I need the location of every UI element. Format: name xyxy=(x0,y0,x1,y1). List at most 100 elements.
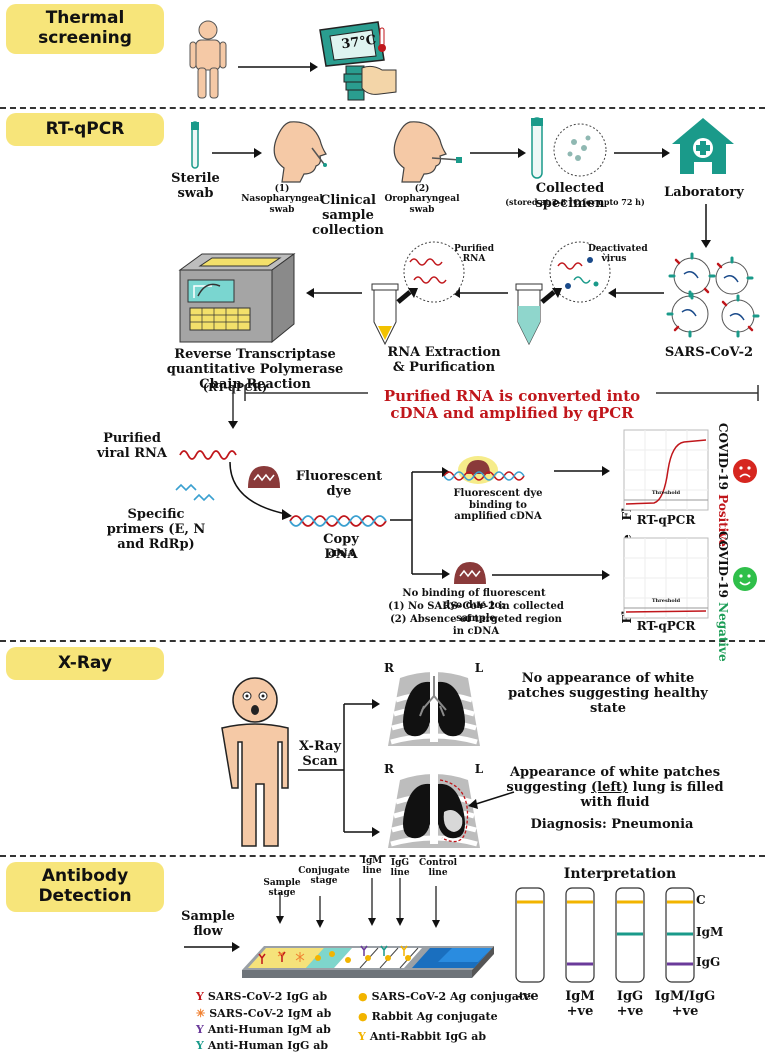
result-both: IgM/IgG +ve xyxy=(654,989,716,1019)
legend-label-1: SARS-CoV-2 IgG ab xyxy=(207,990,328,1003)
sad-face-icon xyxy=(733,459,757,483)
covid-label-pos: COVID-19 xyxy=(715,422,730,490)
healthy-lungs-icon xyxy=(388,672,480,746)
arrow-lab-virus xyxy=(701,204,711,248)
arrow-swab-naso xyxy=(212,148,262,158)
no-binding-label: No binding of fluorescent dye due to: xyxy=(402,588,546,611)
threshold-label-pos: Threshold xyxy=(651,490,681,496)
r-label-bottom: R xyxy=(384,762,394,776)
sterile-swab-icon xyxy=(191,121,199,169)
xray-branch xyxy=(298,699,380,837)
sars-cov-2-label: SARS-CoV-2 xyxy=(664,345,754,360)
igm-label: IgM xyxy=(696,925,724,939)
legend-item-2: ✳SARS-CoV-2 IgM ab xyxy=(196,1007,331,1020)
negative-chart xyxy=(623,537,709,619)
happy-face-icon xyxy=(733,567,757,591)
positive-chart xyxy=(623,429,709,511)
viral-rna-strand xyxy=(179,450,237,460)
arrow-thermal xyxy=(238,62,318,72)
head-nasopharyngeal-icon xyxy=(273,121,327,183)
l-label-bottom: L xyxy=(474,762,484,776)
sars-ag-conjugate-icon: ● xyxy=(358,990,368,1003)
arrow-positive-chart xyxy=(554,466,610,476)
extraction-label: RNA Extraction & Purification xyxy=(387,345,501,375)
cdna-label: cDNA xyxy=(328,548,354,558)
sample-flow-label: Sample flow xyxy=(181,909,235,939)
arrow-rna-copy xyxy=(229,461,292,520)
arrow-deactivated-purified xyxy=(452,288,508,298)
reason-2: (2) Absence of targeted region in cDNA xyxy=(390,614,562,637)
legend-item-5: ●SARS-CoV-2 Ag conjugate xyxy=(358,990,531,1003)
anti-human-igm-icon: Y xyxy=(196,1023,204,1036)
divider-2 xyxy=(0,640,765,642)
qpcr-machine-icon xyxy=(178,253,296,344)
deactivated-label: Deactivated virus xyxy=(588,244,648,265)
legend-label-3: Anti-Human IgM ab xyxy=(207,1023,331,1036)
worried-person-icon xyxy=(221,677,289,847)
oro-label: (2) Oropharyngeal swab xyxy=(384,184,460,215)
diagnosis-label: Diagnosis: Pneumonia xyxy=(530,817,694,832)
specimen-tube-icon xyxy=(531,117,607,179)
legend-label-4: Anti-Human IgG ab xyxy=(207,1039,329,1052)
thermometer-scanner-icon xyxy=(319,21,397,101)
conjugate-stage-label: Conjugate stage xyxy=(298,866,350,887)
result-igm: IgM +ve xyxy=(565,989,595,1019)
section-tag-xray: X-Ray xyxy=(6,647,164,680)
laboratory-icon xyxy=(672,118,734,174)
test-strip-icon xyxy=(242,945,494,978)
igm-line-label: IgM line xyxy=(361,856,383,877)
section-tag-antibody: Antibody Detection xyxy=(6,862,164,912)
sample-flow-arrow xyxy=(184,942,240,952)
converted-title: Purified RNA is converted into cDNA and … xyxy=(383,387,641,423)
threshold-label-neg: Threshold xyxy=(651,598,681,604)
legend-label-2: SARS-CoV-2 IgM ab xyxy=(209,1007,332,1020)
result-igg: IgG +ve xyxy=(616,989,644,1019)
rtqpcr-label-neg: RT-qPCR xyxy=(636,619,696,633)
head-oropharyngeal-icon xyxy=(393,121,462,183)
covid-label-neg: COVID-19 xyxy=(715,530,730,598)
patches-left: (left) xyxy=(590,779,629,795)
person-icon xyxy=(189,20,227,99)
igm-ab-icon: ✳ xyxy=(196,1007,206,1020)
arrow-oro-specimen xyxy=(470,148,526,158)
fluor-dye-label: Fluorescent dye xyxy=(295,469,383,499)
primers-label: Specific primers (E, N and RdRp) xyxy=(106,507,206,552)
laboratory-label: Laboratory xyxy=(664,185,744,200)
naso-label: (1) Nasopharyngeal swab xyxy=(241,184,323,215)
control-line-label: Control line xyxy=(418,858,458,879)
rabbit-ag-conjugate-icon: ● xyxy=(358,1010,368,1023)
legend-label-6: Rabbit Ag conjugate xyxy=(371,1010,498,1023)
converted-bracket xyxy=(228,385,759,429)
arrow-negative-chart xyxy=(492,570,610,580)
arrow-specimen-lab xyxy=(614,148,670,158)
interpretation-title: Interpretation xyxy=(563,866,677,882)
primers-icon xyxy=(175,483,215,502)
patches-text-2: lung is filled with fluid xyxy=(580,779,724,810)
deactivated-tube-icon xyxy=(515,241,611,346)
rtqpcr-abbr-label: (RT-qPCR) xyxy=(202,381,268,394)
branch-arrows xyxy=(390,467,450,579)
reason-1: (1) No SARS-CoV-2 in collected sample xyxy=(388,601,564,624)
patches-text-1: Appearance of white patches suggesting xyxy=(506,765,721,795)
viral-rna-label: Purified viral RNA xyxy=(96,431,167,461)
covid-positive: COVID-19 Positive xyxy=(715,422,730,547)
unbound-dye-icon xyxy=(454,562,486,584)
section-tag-rtqpcr: RT-qPCR xyxy=(6,113,164,146)
result-neg: -ve xyxy=(517,989,539,1004)
anti-human-igg-icon: Y xyxy=(196,1039,204,1052)
rtqpcr-full-label: Reverse Transcriptase quantitative Polym… xyxy=(166,347,344,392)
r-label-top: R xyxy=(384,661,394,675)
igg-label: IgG xyxy=(696,955,721,969)
legend-item-6: ●Rabbit Ag conjugate xyxy=(358,1010,498,1023)
section-tag-thermal: Thermal screening xyxy=(6,4,164,54)
negative-label: Negative xyxy=(715,602,730,662)
sars-cov-2-virus-icon xyxy=(666,252,760,338)
pneumonia-lungs-icon xyxy=(388,774,480,848)
divider-3 xyxy=(0,855,765,857)
arrow-virus-deactivated xyxy=(608,288,664,298)
l-label-top: L xyxy=(474,661,484,675)
